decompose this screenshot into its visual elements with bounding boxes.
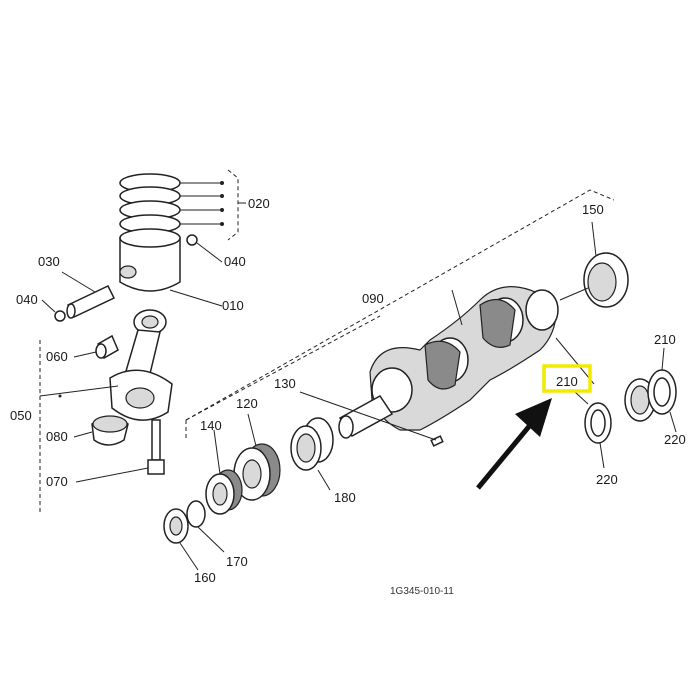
oil-seal	[583, 252, 629, 308]
label-060: 060	[46, 349, 68, 364]
label-150: 150	[582, 202, 604, 217]
pointer-arrow-icon	[476, 398, 552, 490]
o-ring	[186, 500, 206, 528]
label-180: 180	[334, 490, 356, 505]
label-040-right: 040	[224, 254, 246, 269]
label-020: 020	[248, 196, 270, 211]
label-090: 090	[362, 291, 384, 306]
crankshaft	[369, 286, 559, 431]
crankshaft-assembly	[185, 189, 677, 469]
thrust-washer-left	[584, 402, 612, 444]
piston-pin-bore	[119, 265, 137, 279]
gear-120	[233, 443, 281, 501]
small-end-bushing	[95, 334, 119, 360]
label-070: 070	[46, 474, 68, 489]
connecting-rod-bolt	[147, 419, 165, 475]
bearing-180	[290, 417, 334, 471]
label-170: 170	[226, 554, 248, 569]
connecting-rod	[109, 309, 173, 421]
highlight-box	[542, 364, 592, 393]
label-210-right: 210	[654, 332, 676, 347]
crankshaft-frame-upper	[185, 189, 615, 440]
label-220-right: 220	[664, 432, 686, 447]
drawing-code: 1G345-010-11	[390, 586, 454, 597]
thrust-washer-210-right	[647, 369, 677, 415]
crankshaft-key	[430, 435, 444, 447]
label-010: 010	[222, 298, 244, 313]
piston-assembly	[39, 169, 246, 512]
piston-pin	[66, 285, 116, 319]
ring-leaders	[180, 181, 224, 226]
label-030: 030	[38, 254, 60, 269]
label-040-left: 040	[16, 292, 38, 307]
collar-160	[163, 508, 189, 544]
piston-body	[119, 237, 181, 292]
big-end-bearing	[91, 415, 129, 446]
label-120: 120	[236, 396, 258, 411]
label-210-highlighted: 210	[556, 374, 578, 389]
label-130: 130	[274, 376, 296, 391]
label-220-lower: 220	[596, 472, 618, 487]
label-050: 050	[10, 408, 32, 423]
label-140: 140	[200, 418, 222, 433]
front-parts	[163, 413, 334, 571]
circlip-right	[186, 234, 198, 246]
bracket-020	[227, 169, 239, 241]
label-160: 160	[194, 570, 216, 585]
gear-140	[205, 469, 243, 515]
crankshaft-snout	[338, 395, 394, 439]
label-080: 080	[46, 429, 68, 444]
circlip-left	[54, 310, 66, 322]
